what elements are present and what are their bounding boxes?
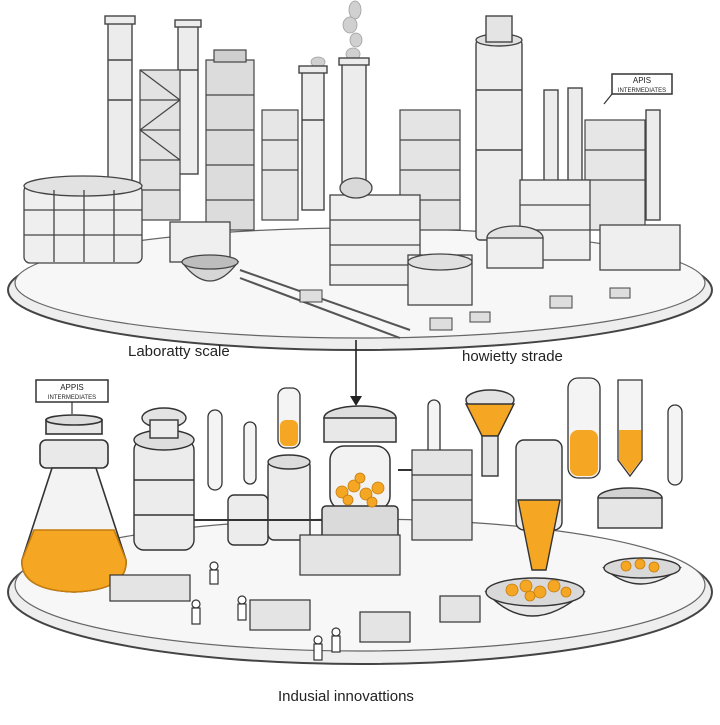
test-tube-1 [207, 409, 223, 491]
worker-5 [331, 627, 341, 653]
top-vat [180, 254, 411, 339]
test-tube-5 [667, 404, 683, 486]
label-industry-strade: howietty strade [462, 348, 563, 365]
conical-flask [21, 414, 127, 593]
smokestack-4 [341, 61, 367, 193]
smokestack-3 [301, 69, 325, 211]
workers [191, 561, 341, 661]
test-tubes [207, 377, 683, 491]
worker-2 [191, 599, 201, 625]
funnel-vessel [464, 389, 563, 571]
factory-buildings [23, 175, 681, 306]
label-laboratory-scale: Laboratty scale [128, 343, 230, 360]
top-right-tag-line1: APIS [633, 76, 651, 85]
smokestack-7 [645, 109, 661, 221]
small-vehicles [299, 287, 631, 331]
flask-orange-liquid [21, 529, 127, 593]
smokestack-1 [107, 19, 133, 191]
smokestack-2 [177, 23, 199, 175]
worker-4 [313, 635, 323, 661]
reactor-vessels [133, 407, 311, 551]
label-industrial-innovations: Indusial innovattions [278, 688, 414, 705]
bottom-left-tag-line1: APPIS [60, 383, 84, 392]
product-bowls [484, 487, 682, 617]
top-right-tag-line2: INTERMEDIATES [618, 88, 666, 94]
jar-orange-granules [335, 472, 385, 508]
worker-1 [209, 561, 219, 585]
central-jar [321, 405, 399, 543]
central-building [329, 194, 421, 286]
reactor-left [133, 439, 195, 551]
bottom-left-tag: APPIS INTERMEDIATES [35, 379, 109, 414]
worker-3 [237, 595, 247, 621]
scaffold-towers [139, 49, 646, 231]
flow-arrow [350, 340, 362, 406]
round-building [23, 184, 143, 264]
bottom-left-tag-line2: INTERMEDIATES [48, 395, 96, 401]
storage-silo [475, 15, 523, 241]
top-right-tag: APIS INTERMEDIATES [603, 73, 673, 105]
machinery [109, 449, 481, 643]
test-tube-2 [243, 421, 257, 485]
